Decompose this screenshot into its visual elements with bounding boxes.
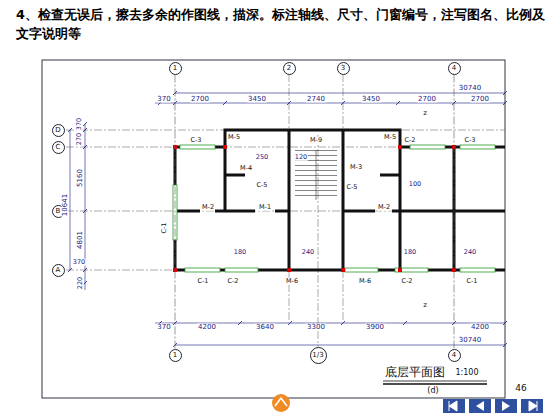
windows [173, 145, 495, 272]
door-window-code: C-1 [465, 278, 478, 285]
drawing-scale: 1:100 [454, 369, 479, 377]
dimension-number: 370 [156, 96, 171, 103]
axis-label: C [56, 144, 61, 151]
dimension-number: 2700 [417, 96, 437, 103]
dimension-number: 240 [463, 249, 477, 256]
axis-bubble: 1/3 [310, 347, 327, 364]
dimension-number: 370 [72, 259, 86, 266]
door-window-code: M-5 [383, 134, 397, 141]
dimension-number: 2700 [470, 96, 490, 103]
logo [272, 394, 290, 412]
axis-lines [66, 74, 505, 349]
axis-bubble: 3 [337, 62, 350, 75]
door-window-code: M-3 [349, 164, 363, 171]
axis-label: 4 [452, 65, 456, 72]
door-window-code: M-4 [239, 165, 253, 172]
door-window-code: C-1 [161, 221, 168, 234]
door-window-code: C-3 [189, 137, 202, 144]
dimension-number: 250 [255, 154, 269, 161]
dimension-number: 220 [77, 276, 84, 290]
title-underline [383, 381, 487, 384]
axis-label: B [56, 208, 61, 215]
axis-line [454, 75, 455, 349]
slide-title: 4、检查无误后，擦去多余的作图线，描深。标注轴线、尺寸、门窗编号，注写图名、比例… [16, 5, 550, 43]
door-window-code: C-3 [463, 137, 476, 144]
door-window-code: M-9 [309, 137, 323, 144]
axis-label: 3 [341, 65, 345, 72]
door-window-code: M-2 [377, 204, 391, 211]
axis-label: 1 [173, 65, 177, 72]
dimension-number: 30740 [458, 337, 482, 344]
door-window-code: C-5 [345, 184, 358, 191]
door-window-code: C-2 [403, 137, 416, 144]
axis-label: D [55, 127, 60, 134]
dimension-number: 240 [301, 249, 315, 256]
axis-label: 2 [287, 65, 291, 72]
dimension-number: 2740 [306, 96, 326, 103]
dimension-number: 5160 [77, 168, 84, 188]
dimension-number: 370 [156, 324, 171, 331]
axis-line [175, 75, 176, 349]
dimension-lines [70, 93, 505, 345]
dimension-number: 10641 [62, 193, 69, 217]
figure-letter: (d) [426, 387, 439, 395]
axis-bubble: 2 [283, 62, 296, 75]
dimension-number: 370 [76, 117, 83, 131]
walls [175, 130, 505, 270]
axis-bubble: C [52, 141, 65, 154]
door-window-code: M-6 [358, 278, 372, 285]
dimension-number: 4801 [77, 230, 84, 250]
section-mark: z [422, 110, 428, 117]
dimension-number: 3640 [255, 324, 275, 331]
axis-bubble: 1 [169, 62, 182, 75]
door-window-code: M-1 [258, 204, 272, 211]
dimension-number: 120 [294, 154, 308, 161]
axis-label: A [56, 267, 61, 274]
door-window-code: C-5 [255, 182, 268, 189]
door-window-code: M-5 [227, 134, 241, 141]
dimension-number: 100 [408, 181, 422, 188]
dimension-number: 180 [403, 249, 417, 256]
dimension-number: 4200 [470, 324, 490, 331]
axis-bubble: 4 [448, 349, 461, 362]
door-window-code: C-1 [196, 278, 209, 285]
door-window-code: C-2 [400, 278, 413, 285]
axis-bubble: A [52, 264, 65, 277]
dimension-number: 3300 [306, 324, 326, 331]
page-number: 46 [514, 384, 527, 393]
drawing-frame [42, 60, 505, 398]
dimension-number: 3900 [365, 324, 385, 331]
column-marks [173, 145, 456, 272]
section-mark: z [422, 302, 428, 309]
dimension-number: 2700 [190, 96, 210, 103]
axis-label: 4 [452, 352, 456, 359]
axis-label: 1 [173, 352, 177, 359]
nav-buttons [443, 399, 543, 413]
axis-bubble: 1 [169, 349, 182, 362]
axis-label: 1/3 [312, 352, 323, 359]
drawing-name: 底层平面图 [384, 366, 446, 378]
axis-bubble: 4 [448, 62, 461, 75]
dimension-number: 180 [233, 249, 247, 256]
door-window-code: M-6 [285, 278, 299, 285]
axis-bubble: D [52, 124, 65, 137]
stair-rail [316, 150, 317, 200]
door-window-code: M-2 [201, 204, 215, 211]
dimension-number: 4200 [197, 324, 217, 331]
dimension-number: 30740 [458, 85, 482, 92]
dimension-number: 3450 [247, 96, 267, 103]
door-window-code: C-2 [226, 278, 239, 285]
dimension-ticks [68, 91, 507, 347]
dimension-number: 270 [76, 132, 83, 146]
dimension-number: 3450 [361, 96, 381, 103]
